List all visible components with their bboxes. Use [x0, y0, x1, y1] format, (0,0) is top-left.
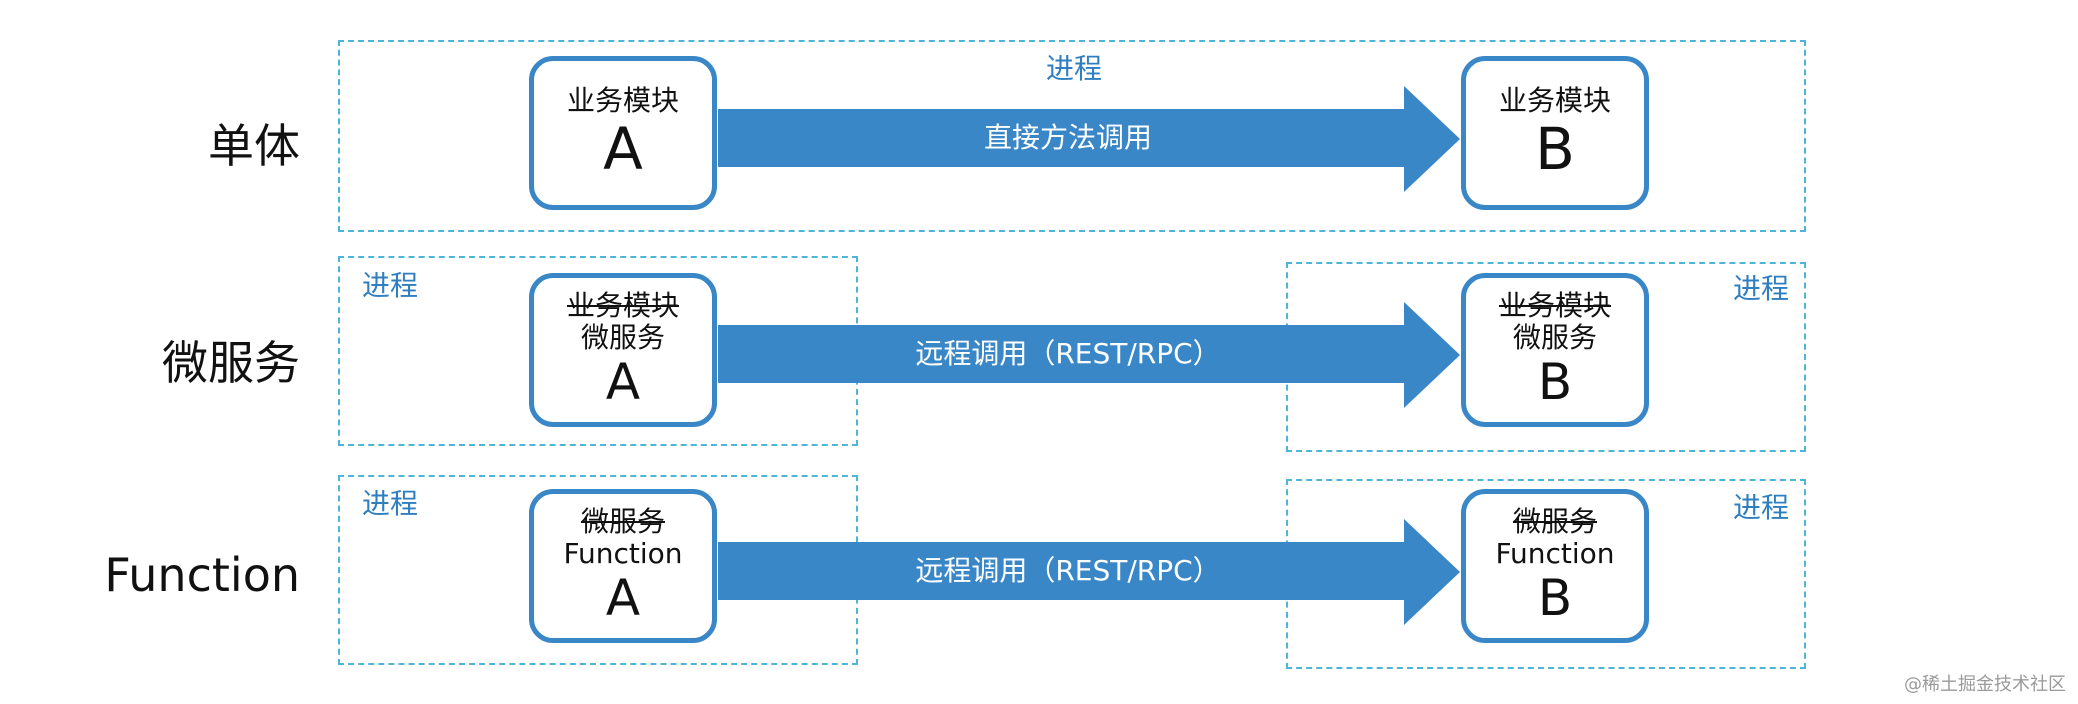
arrow-head: [1404, 86, 1460, 192]
module-letter: A: [605, 569, 641, 627]
module-a-monolith: 业务模块 A: [529, 56, 717, 210]
arrow-label-monolith: 直接方法调用: [983, 121, 1152, 154]
arrow-shaft: [718, 542, 1406, 600]
arrow-shaft: [718, 325, 1406, 383]
module-a-function: 微服务 Function A: [529, 489, 717, 643]
arrow-label-microservice: 远程调用（REST/RPC）: [915, 337, 1221, 370]
module-name: 微服务: [1512, 321, 1597, 354]
process-label-function-right: 进程: [1733, 491, 1790, 524]
arrow-head: [1404, 302, 1460, 408]
module-old-name: 业务模块: [1498, 289, 1611, 322]
module-name: 微服务: [580, 321, 665, 354]
process-box-monolith: [338, 40, 1806, 232]
process-label-function-left: 进程: [362, 487, 419, 520]
module-letter: A: [605, 353, 641, 411]
module-old-name: 微服务: [1512, 505, 1597, 538]
process-label-monolith: 进程: [1046, 52, 1103, 85]
module-letter: A: [603, 115, 643, 183]
module-b-monolith: 业务模块 B: [1461, 56, 1649, 210]
module-old-name: 业务模块: [566, 289, 679, 322]
module-letter: B: [1537, 569, 1573, 627]
call-arrow-microservice: 远程调用（REST/RPC）: [718, 302, 1460, 408]
process-label-microservice-right: 进程: [1733, 272, 1790, 305]
module-name: Function: [563, 537, 683, 570]
arrow-head: [1404, 519, 1460, 625]
module-letter: B: [1537, 353, 1573, 411]
call-arrow-function: 远程调用（REST/RPC）: [718, 519, 1460, 625]
watermark: @稀土掘金技术社区: [1904, 674, 2066, 695]
module-name: 业务模块: [566, 84, 679, 117]
module-b-function: 微服务 Function B: [1461, 489, 1649, 643]
module-name: 业务模块: [1498, 84, 1611, 117]
row-label-microservice: 微服务: [162, 336, 300, 390]
module-b-microservice: 业务模块 微服务 B: [1461, 273, 1649, 427]
module-letter: B: [1535, 115, 1575, 183]
module-old-name: 微服务: [580, 505, 665, 538]
row-label-function: Function: [104, 548, 300, 602]
call-arrow-monolith: 直接方法调用: [718, 86, 1460, 192]
arrow-label-function: 远程调用（REST/RPC）: [915, 554, 1221, 587]
row-label-monolith: 单体: [208, 119, 300, 173]
module-name: Function: [1495, 537, 1615, 570]
arrow-shaft: [718, 109, 1406, 167]
module-a-microservice: 业务模块 微服务 A: [529, 273, 717, 427]
process-label-microservice-left: 进程: [362, 269, 419, 302]
